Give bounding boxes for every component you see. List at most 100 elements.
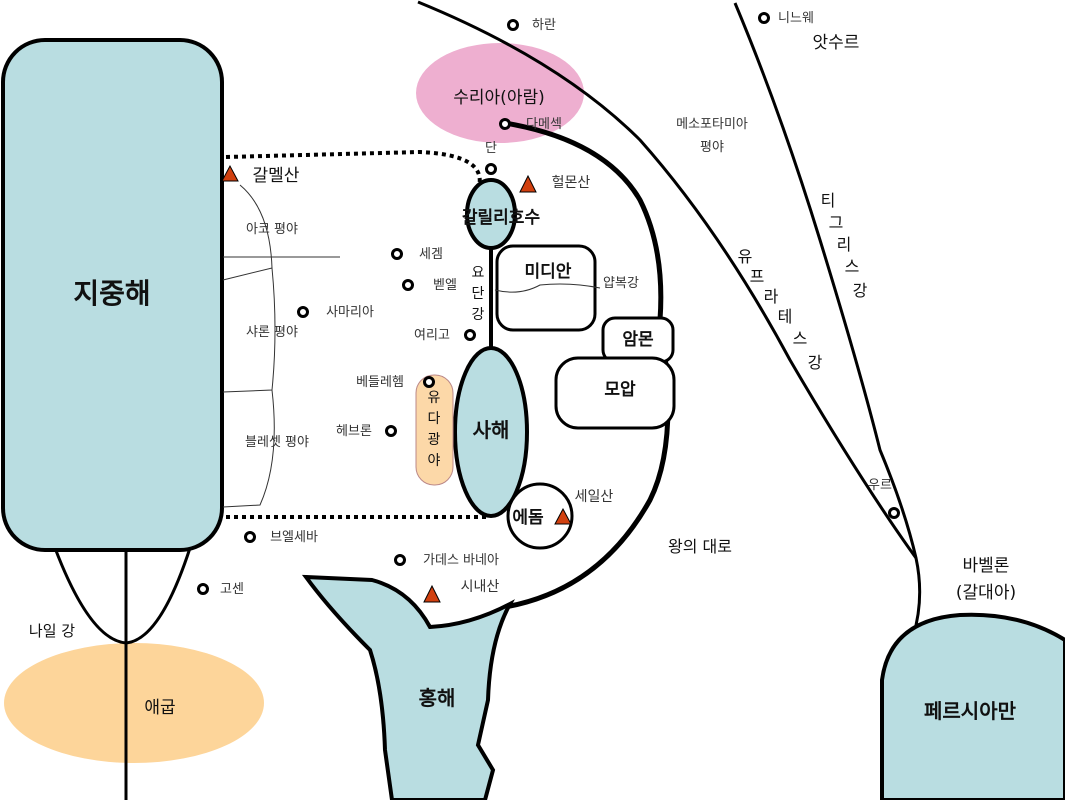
edom-region	[506, 482, 574, 550]
haran-label: 하란	[532, 18, 556, 33]
kings-highway-label: 왕의 대로	[668, 537, 732, 556]
aram-region	[416, 43, 584, 143]
judean-wilderness-char: 야	[428, 453, 441, 469]
city-marker-icon	[197, 583, 209, 595]
sharon-plain-label: 샤론 평야	[246, 325, 298, 340]
mesopotamia-label: 메소포타미아	[676, 117, 748, 132]
sea-of-galilee	[465, 178, 517, 250]
judean-wilderness	[415, 374, 454, 486]
bethel-label: 벧엘	[433, 278, 457, 293]
city-marker-icon	[499, 118, 511, 130]
samaria-label: 사마리아	[326, 305, 374, 320]
mediterranean-sea	[1, 38, 224, 552]
red-sea	[301, 574, 515, 800]
persian-gulf-label: 페르시아만	[924, 699, 1017, 723]
acco-plain-label: 아코 평야	[246, 222, 298, 237]
kadesh-barnea-label: 가데스 바네아	[423, 553, 499, 568]
jordan-char: 강	[472, 307, 485, 323]
city-marker-icon	[385, 425, 397, 437]
nile-label: 나일 강	[29, 622, 75, 640]
sinai-label: 시내산	[461, 579, 500, 595]
euphrates-char: 테	[778, 307, 793, 326]
jordan-label: 요 단 강	[472, 265, 485, 323]
edom-label: 에돔	[512, 508, 544, 528]
persian-gulf	[880, 612, 1065, 800]
plain-divider	[222, 267, 276, 393]
city-marker-icon	[423, 376, 435, 388]
moab-region	[554, 356, 676, 430]
midian-region	[495, 244, 597, 332]
egypt-label: 애굽	[144, 698, 175, 718]
assyria-label: 앗수르	[813, 33, 860, 53]
tigris-char: 티	[821, 191, 836, 210]
jabbok-label: 얍복강	[603, 276, 639, 291]
plain-divider	[222, 389, 275, 508]
city-marker-icon	[244, 531, 256, 543]
mountain-icon	[221, 164, 239, 182]
goshen-label: 고센	[220, 582, 244, 597]
tigris-char: 그	[829, 213, 844, 232]
hermon-label: 헐몬산	[552, 175, 591, 191]
euphrates-char: 강	[808, 353, 823, 372]
carmel-label: 갈멜산	[253, 166, 300, 186]
judean-wilderness-char: 다	[428, 411, 441, 427]
city-marker-icon	[758, 12, 770, 24]
seir-label: 세일산	[575, 489, 614, 505]
mountain-icon	[519, 174, 537, 193]
euphrates-char: 스	[793, 329, 808, 348]
dead-sea-label: 사해	[473, 418, 510, 442]
ammon-label: 암몬	[622, 330, 654, 350]
tigris-label: 티 그 리 스 강	[821, 191, 868, 300]
damascus-label: 다메섹	[526, 117, 562, 132]
canaan-boundary	[225, 149, 482, 191]
nineveh-label: 니느웨	[778, 11, 814, 26]
bethlehem-label: 베들레헴	[356, 375, 404, 390]
tigris-river	[733, 2, 922, 641]
jordan-char: 요	[472, 265, 485, 281]
judean-wilderness-label: 유 다 광 야	[428, 390, 441, 469]
mountain-icon	[423, 584, 441, 603]
city-marker-icon	[507, 19, 519, 31]
ur-label: 우르	[868, 478, 892, 493]
euphrates-label: 유 프 라 테 스 강	[738, 247, 823, 372]
nile-delta	[53, 547, 192, 645]
mountain-icon	[554, 507, 572, 525]
moab-label: 모압	[604, 379, 636, 400]
tigris-char: 리	[837, 235, 852, 254]
shechem-label: 세겜	[419, 247, 443, 262]
plain-divider	[239, 184, 273, 269]
tigris-char: 강	[853, 281, 868, 300]
jericho-label: 여리고	[414, 328, 450, 343]
egypt-region	[4, 643, 264, 763]
babylon-sublabel: (갈대아)	[956, 583, 1016, 603]
babylon-label: 바벨론	[963, 556, 1010, 576]
mediterranean-label: 지중해	[73, 277, 150, 310]
city-marker-icon	[888, 507, 900, 519]
dead-sea	[453, 346, 529, 518]
judean-wilderness-char: 유	[428, 390, 441, 406]
jordan-char: 단	[472, 286, 485, 302]
mesopotamia-sublabel: 평야	[700, 140, 724, 155]
dan-label: 단	[485, 141, 497, 156]
city-marker-icon	[402, 279, 414, 291]
midian-label: 미디안	[525, 262, 572, 282]
tigris-char: 스	[845, 257, 860, 276]
galilee-label: 갈릴리호수	[462, 208, 541, 228]
beersheba-label: 브엘세바	[270, 530, 318, 545]
judean-wilderness-char: 광	[428, 432, 441, 448]
euphrates-char: 유	[738, 247, 753, 266]
euphrates-char: 프	[750, 267, 765, 286]
city-marker-icon	[391, 248, 403, 260]
euphrates-char: 라	[764, 287, 779, 306]
red-sea-label: 홍해	[419, 686, 456, 710]
jabbok-river	[494, 283, 601, 293]
aram-label: 수리아(아람)	[453, 88, 544, 108]
city-marker-icon	[464, 329, 476, 341]
euphrates-river	[417, 0, 918, 559]
city-marker-icon	[485, 163, 497, 175]
shephelah-plain-label: 블레셋 평야	[245, 435, 309, 450]
city-marker-icon	[394, 554, 406, 566]
hebron-label: 헤브론	[336, 424, 372, 439]
city-marker-icon	[297, 306, 309, 318]
